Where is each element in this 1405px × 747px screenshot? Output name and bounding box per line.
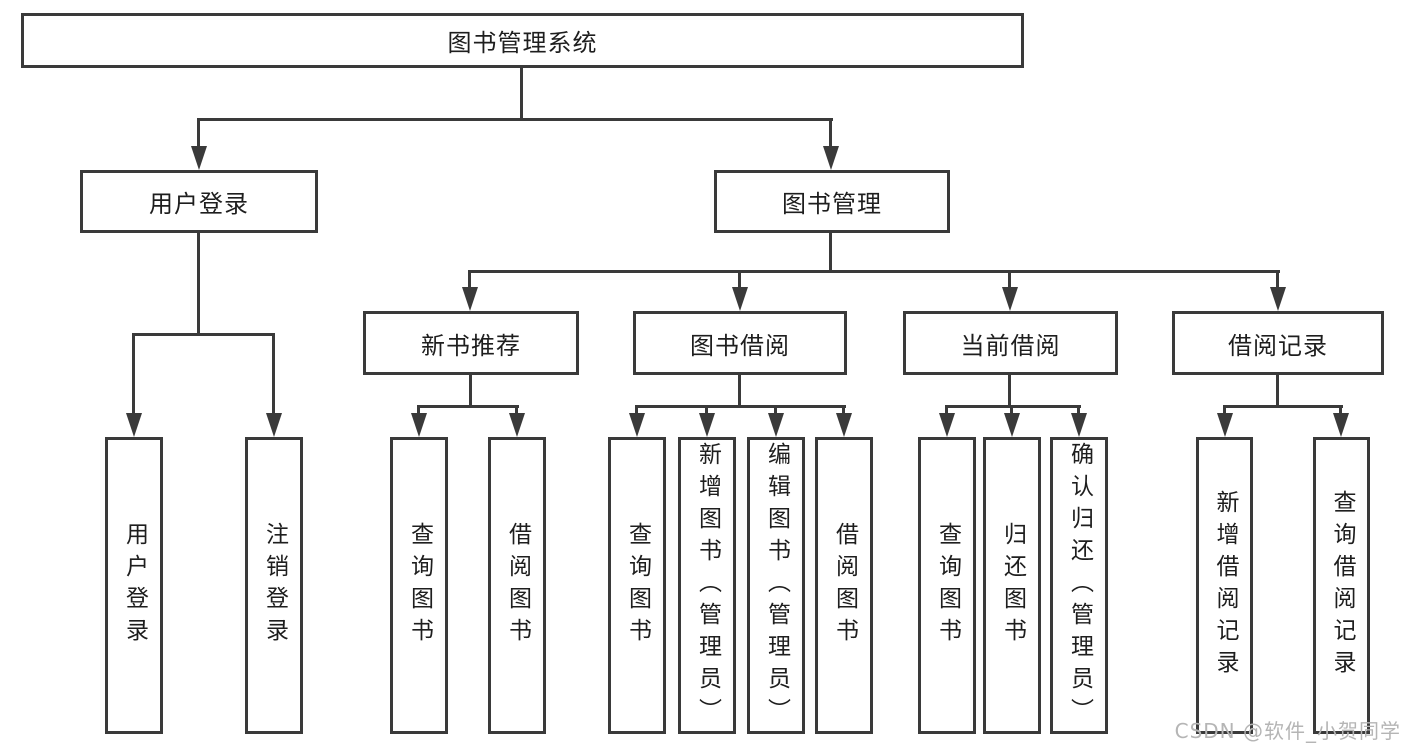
leaf-label: 归还图书 <box>999 521 1026 650</box>
node-label: 图书管理 <box>782 190 882 218</box>
connector-book-borrowing-trunk <box>738 373 741 408</box>
leaf-confirm-return-admin: 确认归还（管理员） <box>1050 437 1108 734</box>
arrowhead-icon <box>1002 287 1018 311</box>
node-new-book-recommend: 新书推荐 <box>363 311 579 375</box>
arrowhead-icon <box>266 413 282 437</box>
arrowhead-icon <box>1333 413 1349 437</box>
arrowhead-icon <box>768 413 784 437</box>
leaf-label: 借阅图书 <box>504 521 531 650</box>
leaf-add-borrow-record: 新增借阅记录 <box>1196 437 1253 734</box>
arrowhead-icon <box>939 413 955 437</box>
leaf-borrow-books-recommend: 借阅图书 <box>488 437 546 734</box>
connector-current-borrowing-split <box>946 405 1081 408</box>
connector-stub <box>132 333 135 417</box>
arrowhead-icon <box>1004 413 1020 437</box>
leaf-label: 新增借阅记录 <box>1212 489 1238 682</box>
arrowhead-icon <box>126 413 142 437</box>
connector-stub <box>197 118 200 150</box>
connector-borrowing-records-split <box>1224 405 1343 408</box>
node-label: 当前借阅 <box>960 331 1061 360</box>
connector-stub <box>738 270 741 291</box>
node-library-management-system: 图书管理系统 <box>21 13 1024 68</box>
connector-root-split <box>198 118 833 121</box>
node-current-borrowing: 当前借阅 <box>903 311 1118 375</box>
arrowhead-icon <box>836 413 852 437</box>
node-user-login: 用户登录 <box>80 170 318 233</box>
leaf-label: 查询图书 <box>624 521 651 650</box>
arrowhead-icon <box>462 287 478 311</box>
arrowhead-icon <box>732 287 748 311</box>
connector-new-book-split <box>418 405 519 408</box>
connector-stub <box>1008 270 1011 291</box>
node-label: 借阅记录 <box>1228 331 1328 360</box>
node-label: 图书管理系统 <box>447 29 598 57</box>
leaf-label: 编辑图书（管理员） <box>763 441 790 730</box>
watermark: CSDN @软件_小贺同学 <box>1174 719 1401 743</box>
connector-borrowing-records-trunk <box>1276 373 1279 408</box>
node-label: 用户登录 <box>149 190 249 218</box>
connector-root-trunk <box>520 66 523 120</box>
leaf-label: 注销登录 <box>261 521 288 650</box>
connector-stub <box>272 333 275 417</box>
connector-stub <box>945 405 948 417</box>
node-borrowing-records: 借阅记录 <box>1172 311 1384 375</box>
connector-book-management-split <box>469 270 1280 273</box>
leaf-label: 用户登录 <box>121 521 148 650</box>
leaf-label: 查询图书 <box>406 521 433 650</box>
connector-stub <box>1077 405 1080 417</box>
connector-stub <box>417 405 420 417</box>
connector-book-management-trunk <box>829 231 832 272</box>
arrowhead-icon <box>509 413 525 437</box>
connector-user-login-trunk <box>197 231 200 335</box>
leaf-borrow-books-borrowing: 借阅图书 <box>815 437 873 734</box>
leaf-query-books-recommend: 查询图书 <box>390 437 448 734</box>
arrowhead-icon <box>411 413 427 437</box>
node-book-borrowing: 图书借阅 <box>633 311 847 375</box>
connector-stub <box>1339 405 1342 417</box>
connector-stub <box>515 405 518 417</box>
node-book-management: 图书管理 <box>714 170 950 233</box>
leaf-label: 新增图书（管理员） <box>694 441 721 730</box>
connector-stub <box>1276 270 1279 291</box>
leaf-return-books: 归还图书 <box>983 437 1041 734</box>
connector-stub <box>1223 405 1226 417</box>
leaf-query-borrow-record: 查询借阅记录 <box>1313 437 1370 734</box>
connector-book-borrowing-split <box>636 405 846 408</box>
connector-stub <box>635 405 638 417</box>
leaf-user-login: 用户登录 <box>105 437 163 734</box>
connector-user-login-split <box>133 333 275 336</box>
arrowhead-icon <box>191 146 207 170</box>
connector-stub <box>468 270 471 291</box>
arrowhead-icon <box>1217 413 1233 437</box>
arrowhead-icon <box>823 146 839 170</box>
arrowhead-icon <box>699 413 715 437</box>
leaf-label: 确认归还（管理员） <box>1066 441 1093 730</box>
node-label: 新书推荐 <box>421 331 521 360</box>
connector-stub <box>774 405 777 417</box>
connector-current-borrowing-trunk <box>1008 373 1011 408</box>
connector-stub <box>1010 405 1013 417</box>
leaf-edit-books-admin: 编辑图书（管理员） <box>747 437 805 734</box>
connector-stub <box>705 405 708 417</box>
connector-stub <box>829 118 832 150</box>
leaf-logout-login: 注销登录 <box>245 437 303 734</box>
leaf-label: 查询图书 <box>934 521 961 650</box>
leaf-add-books-admin: 新增图书（管理员） <box>678 437 736 734</box>
connector-new-book-trunk <box>469 373 472 408</box>
leaf-query-books-borrowing: 查询图书 <box>608 437 666 734</box>
leaf-query-books-current: 查询图书 <box>918 437 976 734</box>
arrowhead-icon <box>629 413 645 437</box>
leaf-label: 借阅图书 <box>831 521 858 650</box>
arrowhead-icon <box>1270 287 1286 311</box>
arrowhead-icon <box>1071 413 1087 437</box>
connector-stub <box>842 405 845 417</box>
node-label: 图书借阅 <box>690 331 790 360</box>
leaf-label: 查询借阅记录 <box>1329 489 1355 682</box>
